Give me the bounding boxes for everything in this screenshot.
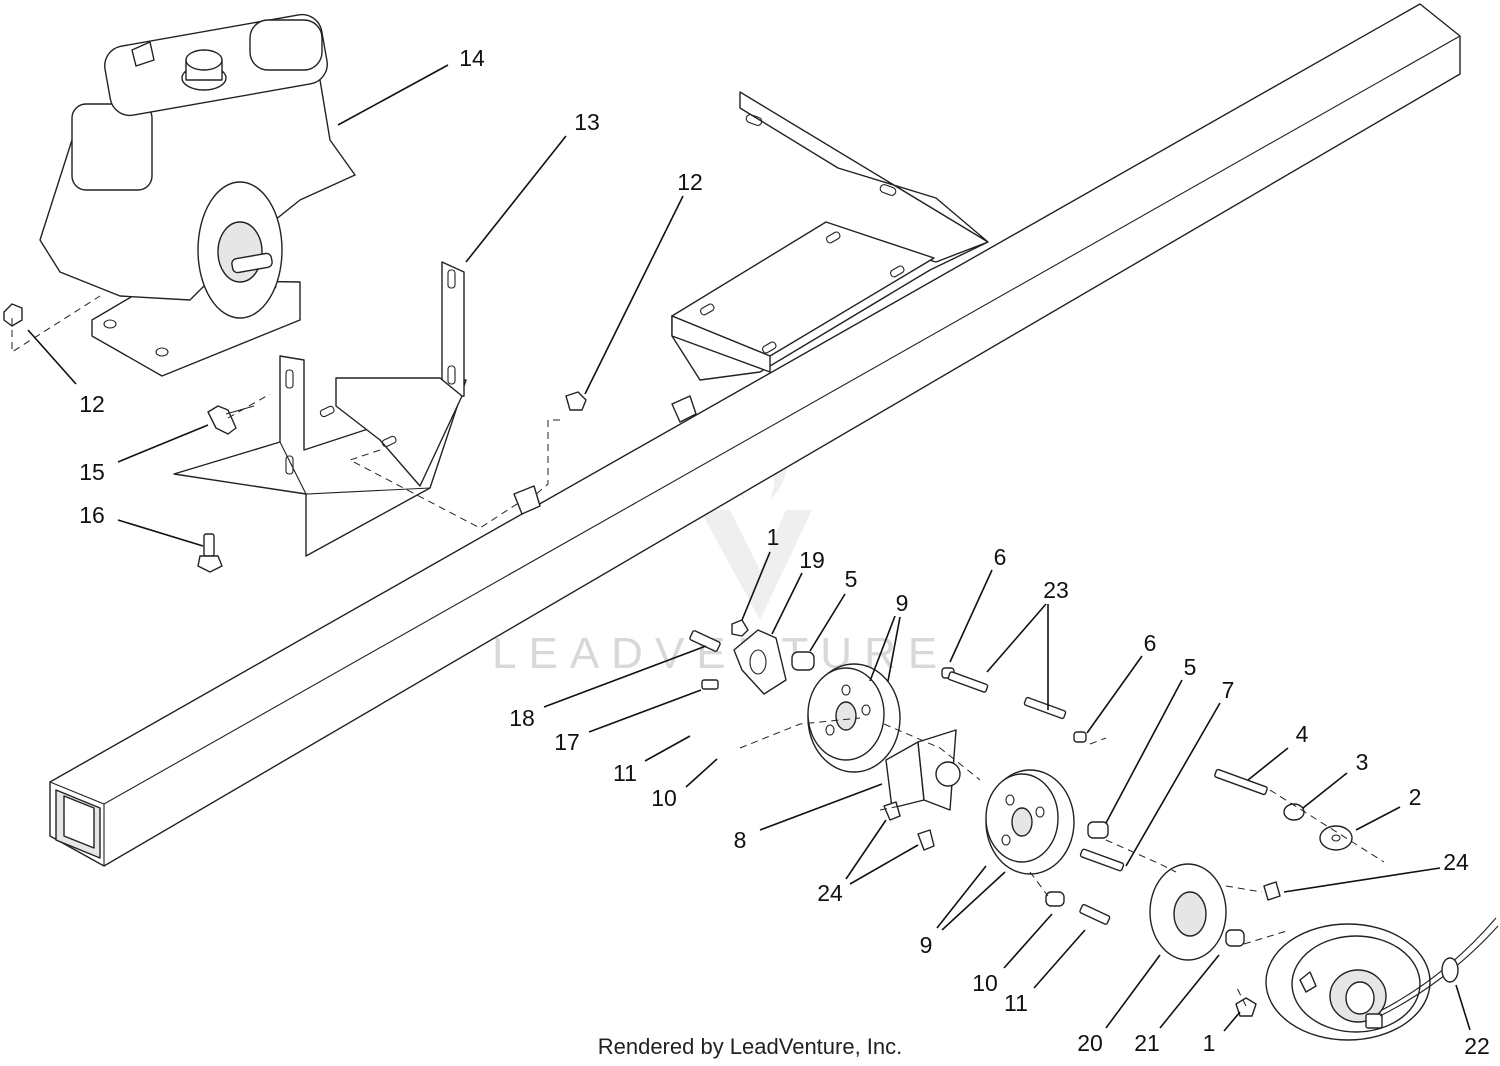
callout-label-21: 21 xyxy=(1134,1030,1160,1056)
callout-leader-14 xyxy=(337,64,449,126)
callout-leader-11 xyxy=(644,735,691,762)
callout-leader-17 xyxy=(588,689,702,733)
credit-text: Rendered by LeadVenture, Inc. xyxy=(598,1034,903,1059)
callout-label-6: 6 xyxy=(994,544,1007,570)
tube-mount-bracket xyxy=(513,91,989,515)
callout-leader-24 xyxy=(845,819,887,880)
callout-label-12: 12 xyxy=(79,391,105,417)
callout-label-17: 17 xyxy=(554,729,580,755)
callout-leader-12 xyxy=(27,329,77,385)
gearbox-assembly xyxy=(39,13,356,377)
callout-label-6: 6 xyxy=(1144,630,1157,656)
callout-leader-16 xyxy=(117,519,204,547)
callout-leader-9 xyxy=(936,865,987,929)
callout-leader-22 xyxy=(1455,984,1471,1031)
callout-label-24: 24 xyxy=(817,880,843,906)
callout-leader-3 xyxy=(1302,772,1348,809)
callout-leader-9 xyxy=(941,871,1006,931)
callout-leader-12 xyxy=(584,195,684,395)
callout-label-22: 22 xyxy=(1464,1033,1490,1059)
callout-label-3: 3 xyxy=(1356,749,1369,775)
callout-label-19: 19 xyxy=(799,547,825,573)
callout-leader-6 xyxy=(1086,655,1143,734)
callout-leader-18 xyxy=(543,645,707,708)
callout-label-23: 23 xyxy=(1043,577,1069,603)
callout-leader-19 xyxy=(771,572,803,635)
callout-leader-20 xyxy=(1105,954,1161,1029)
callout-label-2: 2 xyxy=(1409,784,1422,810)
callout-label-24: 24 xyxy=(1443,849,1469,875)
callout-leader-9 xyxy=(869,615,896,682)
callout-leader-15 xyxy=(117,424,209,463)
callout-leader-6 xyxy=(949,569,993,663)
callout-label-9: 9 xyxy=(896,590,909,616)
callout-label-11: 11 xyxy=(1004,990,1028,1016)
callout-leader-24 xyxy=(1283,867,1441,893)
callout-leader-9 xyxy=(887,616,901,682)
callout-label-5: 5 xyxy=(1184,654,1197,680)
callout-label-10: 10 xyxy=(651,785,677,811)
callout-label-20: 20 xyxy=(1077,1030,1103,1056)
callout-label-7: 7 xyxy=(1222,677,1235,703)
driveline-parts xyxy=(689,619,1499,1041)
callout-label-15: 15 xyxy=(79,459,105,485)
callout-leader-13 xyxy=(465,135,567,263)
callout-label-11: 11 xyxy=(613,760,637,786)
main-frame-tube xyxy=(49,3,1461,867)
callout-label-16: 16 xyxy=(79,502,105,528)
alignment-lines xyxy=(11,295,1385,1007)
callout-layer: 1413121215161195962365743224181711108249… xyxy=(27,45,1490,1059)
callout-leader-1 xyxy=(741,551,771,621)
callout-leader-4 xyxy=(1247,747,1289,781)
callout-leader-10 xyxy=(685,758,718,788)
callout-label-14: 14 xyxy=(459,45,485,71)
callout-label-9: 9 xyxy=(920,932,933,958)
callout-leader-5 xyxy=(1105,679,1183,824)
callout-leader-11 xyxy=(1033,929,1086,989)
callout-label-12: 12 xyxy=(677,169,703,195)
callout-leader-7 xyxy=(1125,702,1221,867)
callout-label-5: 5 xyxy=(845,566,858,592)
callout-label-1: 1 xyxy=(767,524,780,550)
fasteners-left xyxy=(3,303,587,573)
callout-leader-1 xyxy=(1223,1011,1241,1032)
callout-leader-21 xyxy=(1159,954,1220,1029)
callout-label-13: 13 xyxy=(574,109,600,135)
callout-label-8: 8 xyxy=(734,827,747,853)
callout-label-10: 10 xyxy=(972,970,998,996)
callout-leader-2 xyxy=(1355,806,1401,831)
callout-label-4: 4 xyxy=(1296,721,1309,747)
callout-leader-24 xyxy=(849,844,919,885)
callout-label-1: 1 xyxy=(1203,1030,1216,1056)
callout-leader-10 xyxy=(1003,913,1053,969)
callout-leader-5 xyxy=(809,593,846,652)
callout-leader-8 xyxy=(759,783,883,831)
gearbox-bracket xyxy=(173,261,467,557)
callout-leader-23 xyxy=(986,603,1047,673)
callout-label-18: 18 xyxy=(509,705,535,731)
